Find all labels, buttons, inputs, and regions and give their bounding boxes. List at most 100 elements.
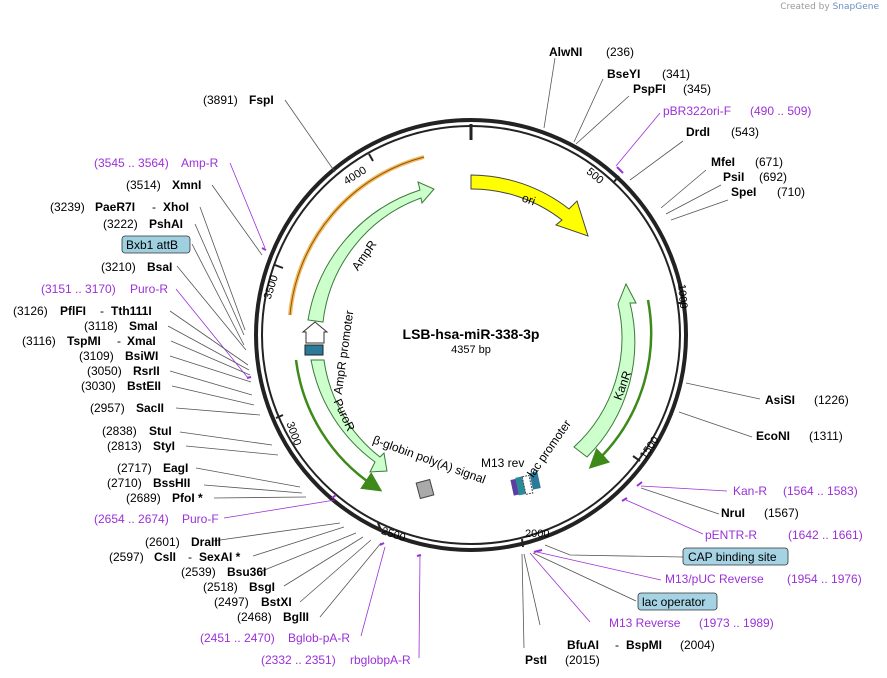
feature-label-kanr: KanR xyxy=(611,369,635,402)
site-position: (3239) xyxy=(50,200,85,214)
site-csli-sexai[interactable]: (2597) CslI - SexAI * xyxy=(109,550,241,564)
primer-name: Kan-R xyxy=(733,484,767,498)
site-spei[interactable]: SpeI (710) xyxy=(731,185,805,199)
site-enzyme: SpeI xyxy=(731,185,756,199)
site-mfei[interactable]: MfeI (671) xyxy=(711,155,783,169)
site-pflfi-tth111i[interactable]: (3126) PflFI - Tth111I xyxy=(13,304,152,318)
bxb1-attb-marker[interactable] xyxy=(304,344,324,356)
site-fspi[interactable]: (3891) FspI xyxy=(203,93,274,107)
primer-pentr-r[interactable]: pENTR-R (1642 .. 1661) xyxy=(705,528,863,542)
tick-label-2500: 2500 xyxy=(380,525,407,544)
site-bsgi[interactable]: (2518) BsgI xyxy=(203,580,275,594)
primer-kan-r[interactable]: Kan-R (1564 .. 1583) xyxy=(733,484,858,498)
primer-puro-f[interactable]: (2654 .. 2674) Puro-F xyxy=(94,512,219,526)
primer-pbr322ori-f[interactable]: pBR322ori-F (490 .. 509) xyxy=(663,104,811,118)
site-pshai[interactable]: (3222) PshAI xyxy=(103,217,183,231)
site-nrui[interactable]: NruI (1567) xyxy=(721,506,799,520)
site-draiii[interactable]: (2601) DraIII xyxy=(145,535,221,549)
plasmid-name: LSB-hsa-miR-338-3p xyxy=(403,326,540,342)
tick-2000: 2000 xyxy=(521,528,549,548)
site-psii[interactable]: PsiI (692) xyxy=(723,170,787,184)
site-bsteii[interactable]: (3030) BstEII xyxy=(81,379,161,393)
site-position: (341) xyxy=(662,67,690,81)
tick-label-2000: 2000 xyxy=(525,528,549,540)
site-position: (3891) xyxy=(203,93,238,107)
site-asisi[interactable]: AsiSI (1226) xyxy=(765,393,849,407)
site-xmni[interactable]: (3514) XmnI xyxy=(126,178,201,192)
feature-kanr[interactable]: KanR xyxy=(573,282,637,458)
feature-bglob-polya[interactable]: β-globin poly(A) signal xyxy=(371,433,488,500)
site-eagi[interactable]: (2717) EagI xyxy=(117,461,188,475)
plasmid-size: 4357 bp xyxy=(451,344,491,356)
site-separator: - xyxy=(117,334,121,348)
primer-rbglobpa-r[interactable]: (2332 .. 2351) rbglobpA-R xyxy=(261,653,411,667)
site-position: (2518) xyxy=(203,580,238,594)
site-tspmi-xmai[interactable]: (3116) TspMI - XmaI xyxy=(22,334,156,348)
feature-cap-binding-site[interactable]: CAP binding site xyxy=(682,547,789,566)
site-stui[interactable]: (2838) StuI xyxy=(102,424,172,438)
box-label: CAP binding site xyxy=(688,550,777,564)
primer-range: (1564 .. 1583) xyxy=(783,484,858,498)
site-bfuai-bspmi[interactable]: BfuAI - BspMI (2004) xyxy=(567,638,715,652)
site-enzyme: BsiWI xyxy=(125,349,158,363)
site-smai[interactable]: (3118) SmaI xyxy=(84,319,158,333)
site-position: (2015) xyxy=(565,653,600,667)
site-enzyme: PstI xyxy=(525,653,547,667)
primer-name: pBR322ori-F xyxy=(663,104,731,118)
feature-bxb1-attb[interactable]: Bxb1 attB xyxy=(121,235,191,254)
feature-lac-operator[interactable]: lac operator xyxy=(637,592,718,611)
site-rsrii[interactable]: (3050) RsrII xyxy=(87,364,160,378)
site-enzyme: EcoNI xyxy=(756,429,790,443)
site-position: (3116) xyxy=(22,334,56,348)
site-bstxi[interactable]: (2497) BstXI xyxy=(214,595,292,609)
brand-prefix: Created by xyxy=(780,2,830,12)
site-bsai[interactable]: (3210) BsaI xyxy=(101,260,172,274)
primer-puro-r[interactable]: (3151 .. 3170) Puro-R xyxy=(41,282,168,296)
site-sacii[interactable]: (2957) SacII xyxy=(90,401,164,415)
site-bsu36i[interactable]: (2539) Bsu36I xyxy=(181,565,266,579)
site-enzyme: PflFI xyxy=(60,304,86,318)
site-bsshii[interactable]: (2710) BssHII xyxy=(107,476,190,490)
site-enzyme-2: SexAI * xyxy=(199,550,241,564)
site-bglii[interactable]: (2468) BglII xyxy=(237,610,309,624)
site-bsiwi[interactable]: (3109) BsiWI xyxy=(79,349,158,363)
leader-lines-left xyxy=(167,99,421,659)
site-bseyi[interactable]: BseYI (341) xyxy=(607,67,690,81)
primer-amp-r[interactable]: (3545 .. 3564) Amp-R xyxy=(94,156,219,170)
feature-puror[interactable]: PuroR xyxy=(310,359,388,473)
site-psti[interactable]: PstI (2015) xyxy=(525,653,600,667)
site-econi[interactable]: EcoNI (1311) xyxy=(756,429,843,443)
site-pfoi[interactable]: (2689) PfoI * xyxy=(126,491,203,505)
feature-ori[interactable]: ori xyxy=(470,174,589,237)
site-position: (2710) xyxy=(107,476,142,490)
site-enzyme: FspI xyxy=(249,93,274,107)
primer-marks xyxy=(246,166,643,557)
primer-range: (1642 .. 1661) xyxy=(788,528,863,542)
primer-range: (3151 .. 3170) xyxy=(41,282,116,296)
site-enzyme: BglII xyxy=(283,610,309,624)
site-enzyme: AlwNI xyxy=(549,45,582,59)
site-position: (710) xyxy=(777,185,805,199)
site-enzyme: StyI xyxy=(153,439,175,453)
site-styi[interactable]: (2813) StyI xyxy=(107,439,175,453)
site-enzyme: AsiSI xyxy=(765,393,795,407)
site-alwni[interactable]: AlwNI (236) xyxy=(549,45,634,59)
site-position: (3210) xyxy=(101,260,136,274)
site-position: (2957) xyxy=(90,401,125,415)
site-paer7i-xhoi[interactable]: (3239) PaeR7I - XhoI xyxy=(50,200,189,214)
site-pspfi[interactable]: PspFI (345) xyxy=(633,82,711,96)
lac-region[interactable]: M13 rev lac promoter xyxy=(481,417,574,496)
primer-range: (2332 .. 2351) xyxy=(261,653,336,667)
site-drdi[interactable]: DrdI (543) xyxy=(686,125,759,139)
site-position: (2717) xyxy=(117,461,152,475)
feature-label-m13-rev: M13 rev xyxy=(481,456,524,470)
primer-m13-puc-reverse[interactable]: M13/pUC Reverse (1954 .. 1976) xyxy=(665,572,862,586)
site-enzyme: CslI xyxy=(154,550,176,564)
primer-m13-reverse[interactable]: M13 Reverse (1973 .. 1989) xyxy=(609,616,774,630)
site-position: (236) xyxy=(606,45,634,59)
site-position: (2689) xyxy=(126,491,161,505)
site-position: (2004) xyxy=(680,638,715,652)
site-position: (3050) xyxy=(87,364,122,378)
primer-bglob-pa-r[interactable]: (2451 .. 2470) Bglob-pA-R xyxy=(200,631,350,645)
feature-ampr[interactable]: AmpR xyxy=(307,181,435,323)
